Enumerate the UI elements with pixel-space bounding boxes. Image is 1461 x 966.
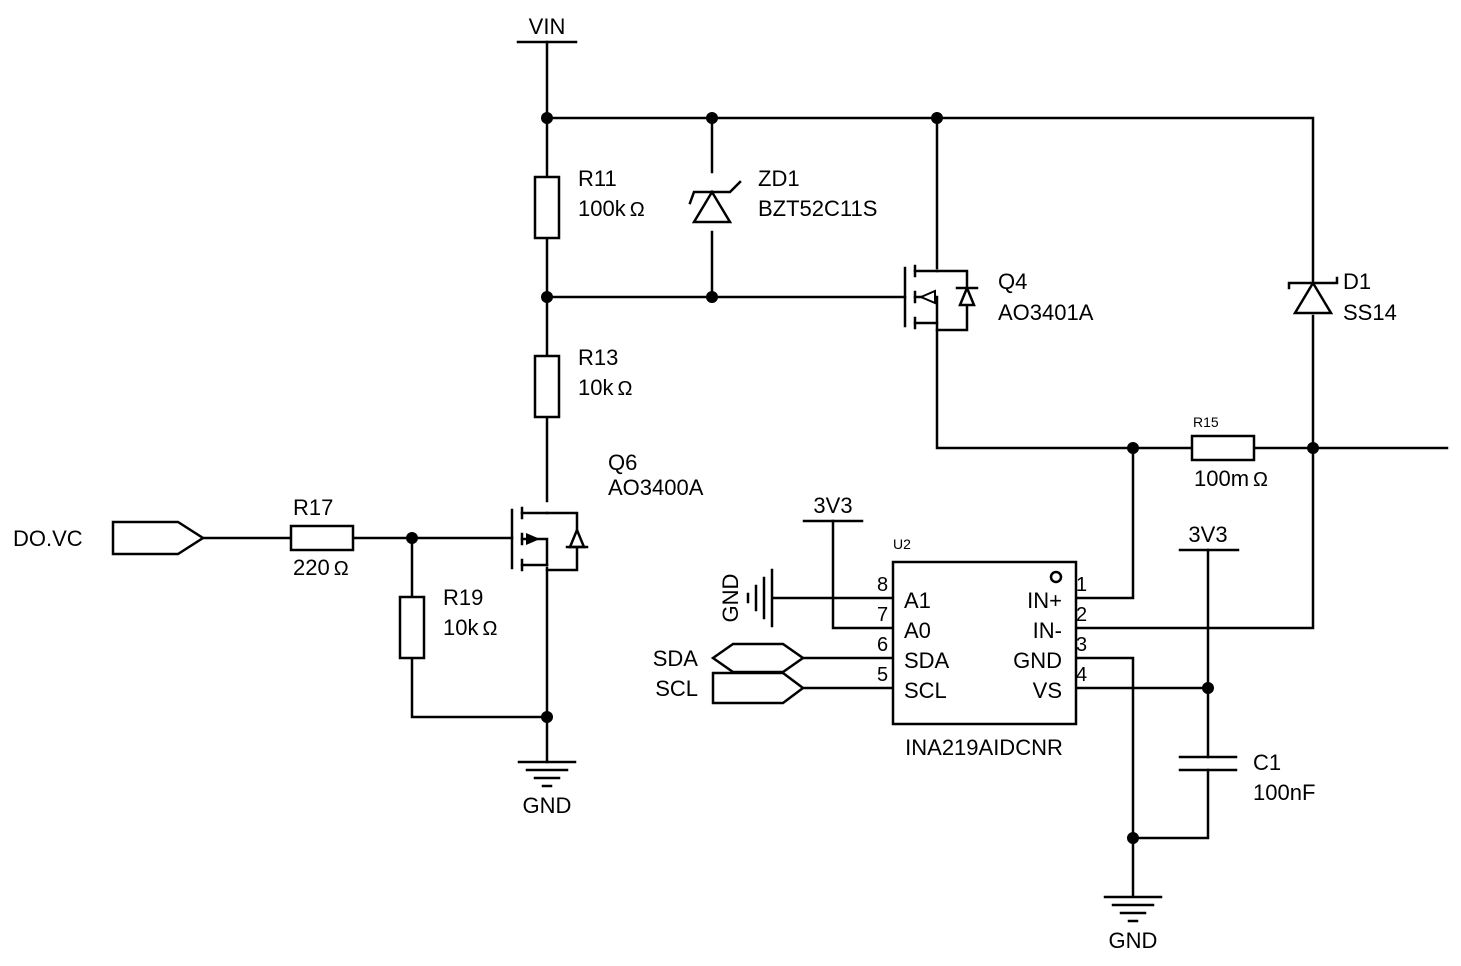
- c1-value: 100nF: [1253, 780, 1315, 805]
- u2-pin-num: 3: [1076, 634, 1087, 656]
- port-sda: [710, 642, 806, 674]
- net-label-gnd-left: GND: [523, 793, 572, 818]
- wire-u2-gnd: [1074, 656, 1135, 897]
- zd1-ref: ZD1: [758, 166, 800, 191]
- port-scl: [711, 671, 806, 705]
- q4-ref: Q4: [998, 269, 1027, 294]
- u2-pin-num: 8: [877, 574, 888, 596]
- u2-pin-name: SCL: [904, 678, 947, 703]
- resistor-r13: [533, 354, 561, 419]
- u2-pin-name: A1: [904, 588, 931, 613]
- net-label-3v3-left: 3V3: [813, 493, 852, 518]
- labels: VIN GND GND GND 3V3 3V3 DO.VC SDA SCL R1…: [13, 14, 1397, 953]
- junction-dot: [541, 112, 553, 124]
- resistor-r15: [1190, 434, 1256, 462]
- wire-top-rail: [545, 116, 1315, 285]
- u2-pin-name: SDA: [904, 648, 950, 673]
- u2-pin-name: IN-: [1033, 618, 1062, 643]
- ic-u2-body: [891, 560, 1078, 726]
- r13-ref: R13: [578, 345, 618, 370]
- r19-ref: R19: [443, 585, 483, 610]
- u2-pin-name: IN+: [1027, 588, 1062, 613]
- wire-c1-bottom: [1131, 768, 1210, 840]
- wire-d1-inminus: [1074, 314, 1315, 630]
- junction-dot: [1127, 832, 1139, 844]
- net-label-3v3-right: 3V3: [1188, 522, 1227, 547]
- u2-pin-name: A0: [904, 618, 931, 643]
- u2-pin-num: 1: [1076, 574, 1087, 596]
- q6-value: AO3400A: [608, 475, 704, 500]
- mosfet-q4: [903, 264, 979, 332]
- pin1-marker: [1049, 570, 1063, 584]
- net-label-sda: SDA: [653, 646, 699, 671]
- c1-ref: C1: [1253, 750, 1281, 775]
- junction-dot: [931, 112, 943, 124]
- u2-pin-num: 6: [877, 634, 888, 656]
- schottky-diode-d1: [1287, 276, 1339, 315]
- wires: [201, 40, 1449, 897]
- junction-dot: [706, 291, 718, 303]
- port-do-vc: [111, 520, 206, 556]
- u2-pin-name: GND: [1013, 648, 1062, 673]
- u2-pin-num: 5: [877, 664, 888, 686]
- resistor-r11: [533, 175, 561, 240]
- junctions: [406, 112, 1319, 844]
- u2-pin-num: 4: [1076, 664, 1087, 686]
- d1-value: SS14: [1343, 300, 1397, 325]
- mosfet-q6: [510, 506, 589, 572]
- wire-a0-3v3: [831, 519, 895, 630]
- gnd-symbol-u2: [746, 568, 774, 628]
- d1-ref: D1: [1343, 269, 1371, 294]
- q6-ref: Q6: [608, 450, 637, 475]
- junction-dot: [706, 112, 718, 124]
- u2-pin-num: 2: [1076, 604, 1087, 626]
- q4-value: AO3401A: [998, 300, 1094, 325]
- junction-dot: [541, 291, 553, 303]
- junction-dot: [541, 711, 553, 723]
- junction-dot: [406, 532, 418, 544]
- wire-q4-drain: [935, 323, 1194, 450]
- junction-dot: [1307, 442, 1319, 454]
- u2-pin-num: 7: [877, 604, 888, 626]
- r17-ref: R17: [293, 495, 333, 520]
- r15-ref: R15: [1193, 414, 1219, 430]
- u2-value: INA219AIDCNR: [905, 735, 1063, 760]
- gnd-symbol-left: [517, 760, 577, 788]
- wire-inplus: [1074, 446, 1135, 600]
- resistor-r19: [398, 595, 426, 660]
- wire-r19-bottom: [410, 656, 549, 719]
- resistor-r17: [289, 524, 355, 552]
- zener-diode-zd1: [688, 180, 742, 224]
- junction-dot: [1202, 682, 1214, 694]
- capacitor-c1: [1178, 755, 1238, 772]
- net-label-vin: VIN: [529, 14, 566, 39]
- net-label-gnd-u2: GND: [718, 574, 743, 623]
- net-label-scl: SCL: [655, 676, 698, 701]
- u2-pin-name: VS: [1033, 678, 1062, 703]
- u2-ref: U2: [893, 536, 911, 552]
- net-label-gnd-right: GND: [1109, 928, 1158, 953]
- zd1-value: BZT52C11S: [758, 196, 877, 221]
- gnd-symbol-right: [1103, 895, 1163, 923]
- r11-ref: R11: [578, 166, 617, 191]
- junction-dot: [1127, 442, 1139, 454]
- net-label-do-vc: DO.VC: [13, 526, 83, 551]
